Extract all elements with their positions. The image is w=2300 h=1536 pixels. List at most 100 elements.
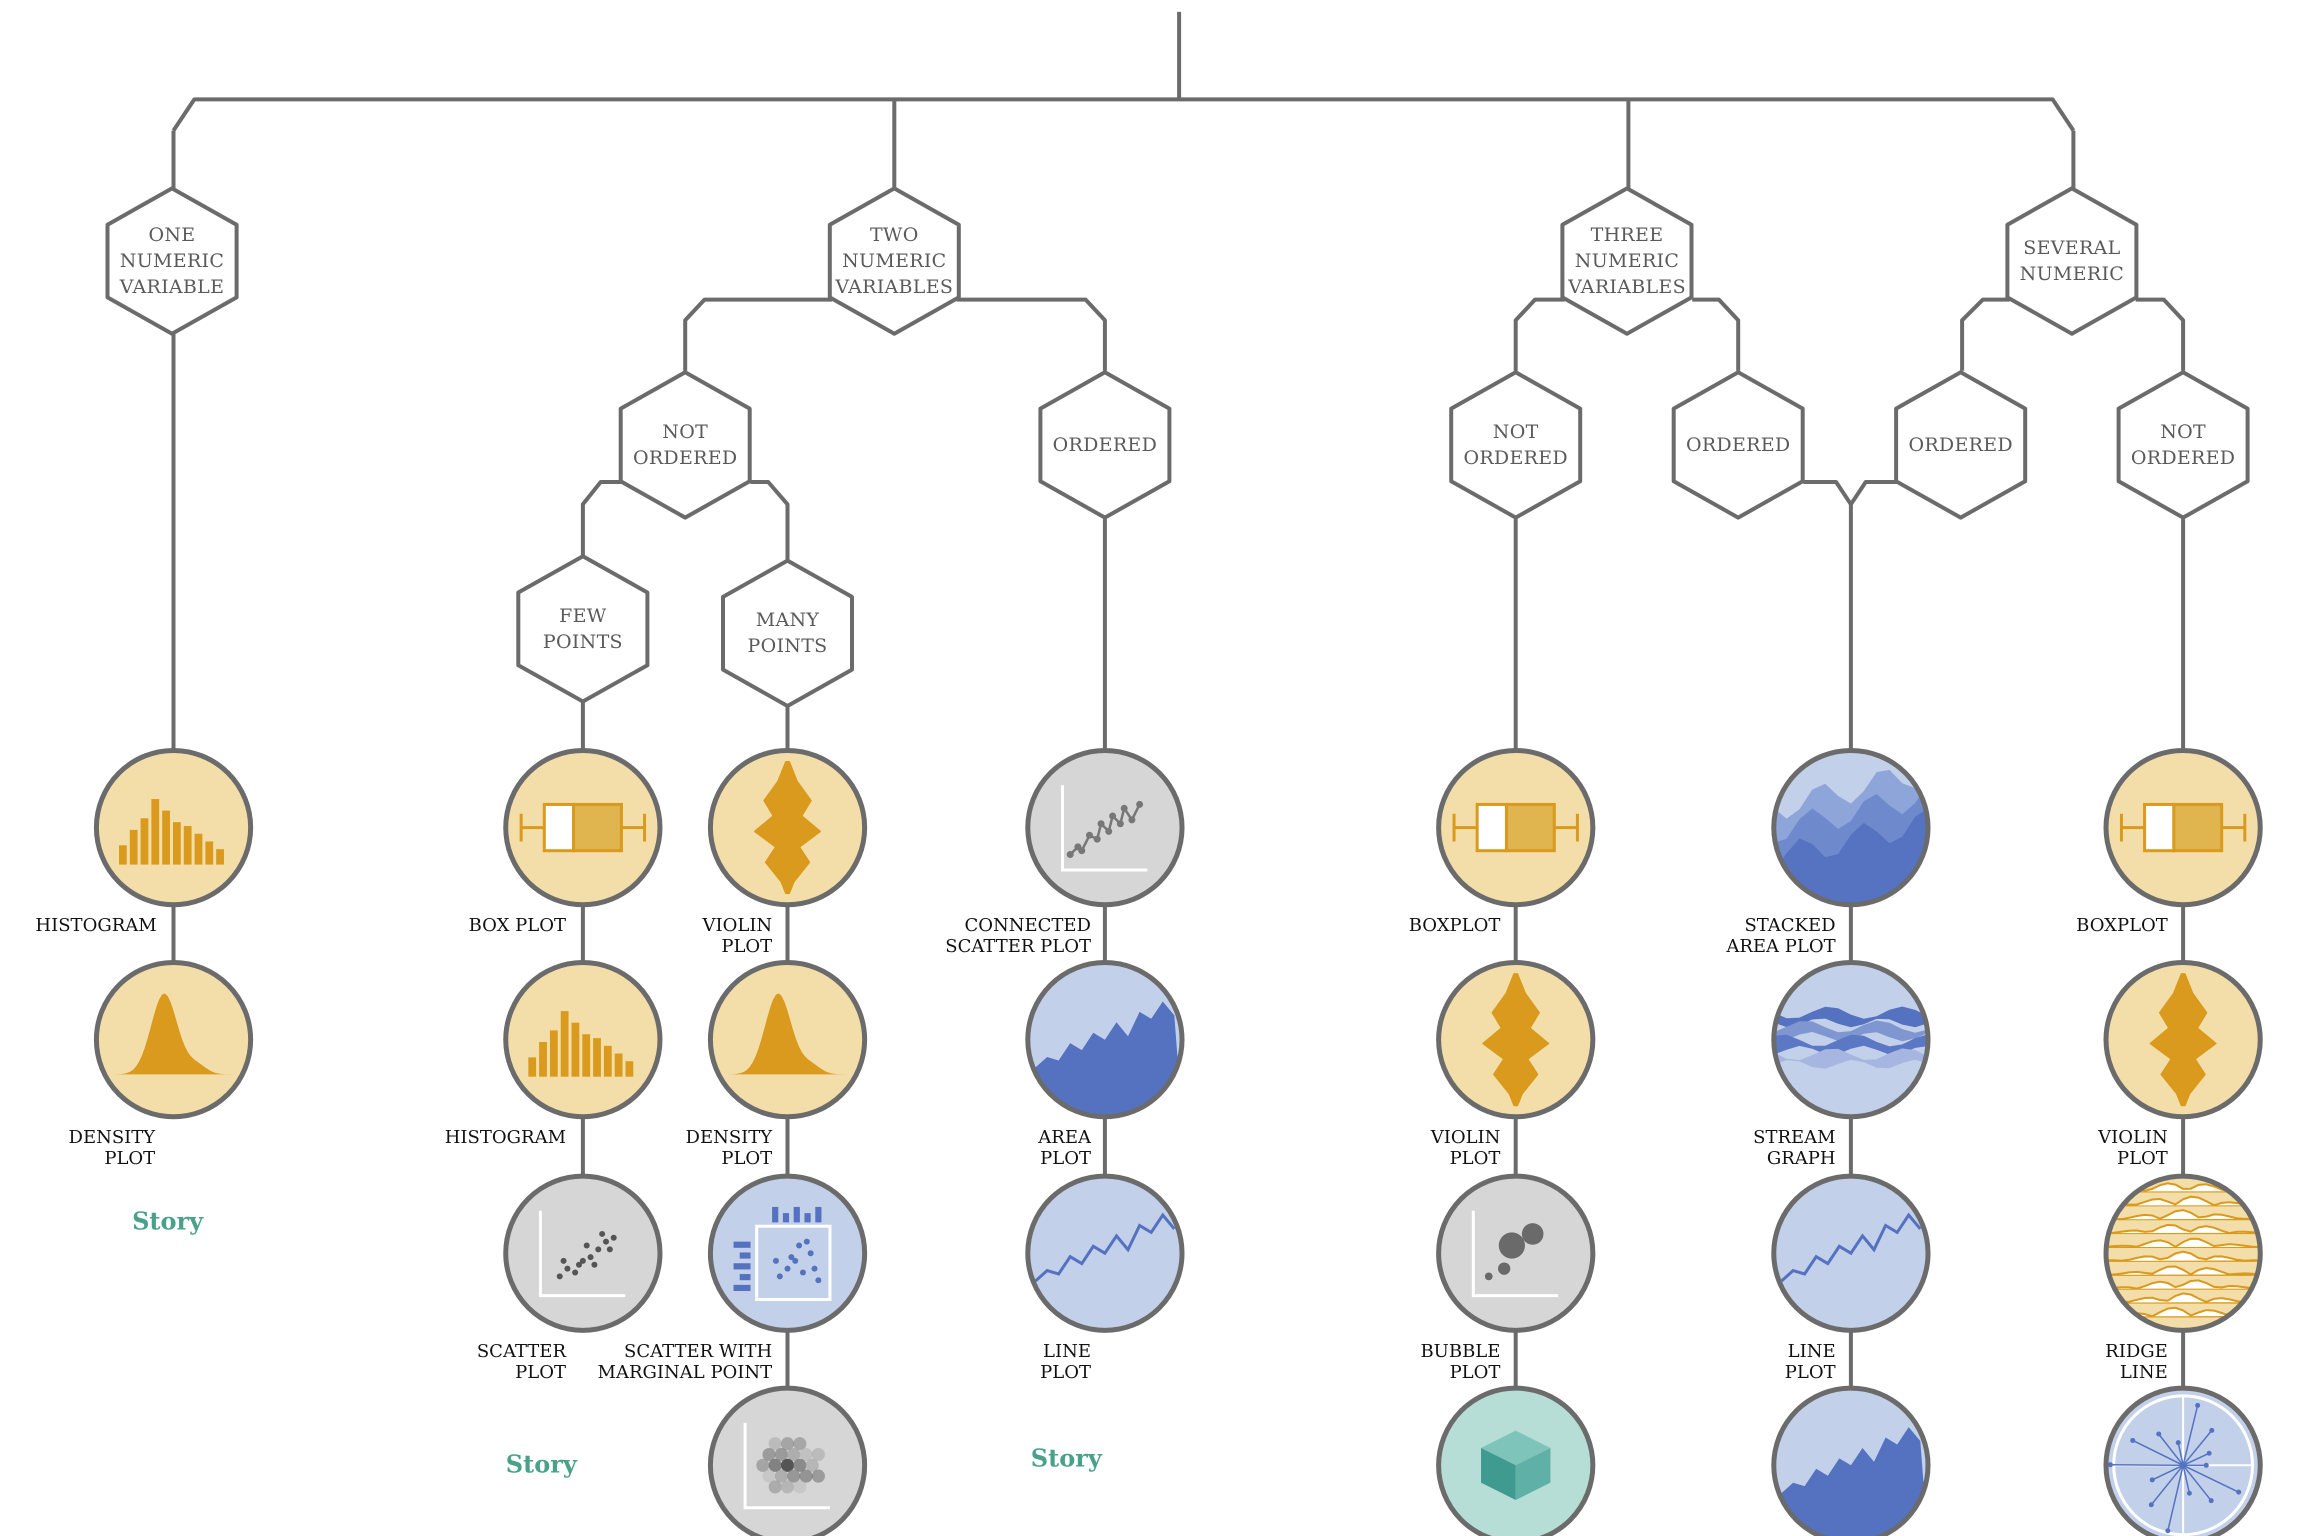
stream-layer xyxy=(1773,1048,1928,1069)
histogram-bar xyxy=(571,1022,580,1077)
stream-layer xyxy=(1773,1020,1928,1042)
hex-many-points[interactable] xyxy=(721,558,854,708)
connector-line xyxy=(580,480,622,557)
histogram-bar xyxy=(140,818,149,865)
histogram-bar xyxy=(129,829,138,865)
box-plot-icon[interactable] xyxy=(2103,747,2263,908)
histogram-bar xyxy=(549,1030,558,1077)
line-plot-icon[interactable] xyxy=(1025,1173,1185,1333)
box-plot-icon[interactable] xyxy=(1436,747,1596,908)
scatter-marginal-icon[interactable] xyxy=(707,1173,868,1333)
bubble-plot-icon[interactable] xyxy=(1436,1173,1596,1333)
bubble xyxy=(1484,1272,1493,1281)
hex-not-ordered[interactable] xyxy=(1449,370,1583,520)
area-plot-icon[interactable] xyxy=(1771,1385,1931,1536)
box-upper xyxy=(2172,802,2224,853)
histogram-bar xyxy=(539,1041,547,1077)
histogram-bar xyxy=(625,1061,634,1077)
hex-two-numeric-variables[interactable] xyxy=(827,186,961,336)
stacked-area-icon[interactable] xyxy=(1771,747,1931,908)
icon-ring xyxy=(503,747,663,908)
scatter-point xyxy=(595,1246,602,1253)
stream-layer xyxy=(1773,1006,1928,1028)
icon-ring xyxy=(707,747,868,908)
hex-few-points[interactable] xyxy=(516,554,650,704)
density-plot-icon[interactable] xyxy=(93,960,254,1120)
violin-plot-icon[interactable] xyxy=(707,747,868,908)
scatter-point xyxy=(583,1242,590,1249)
scatter-point xyxy=(591,1261,598,1268)
violin-shape xyxy=(2149,973,2217,1107)
hexagon-nodes xyxy=(105,186,2250,708)
connector-line xyxy=(1803,480,1899,507)
story-link[interactable]: Story xyxy=(505,1449,577,1479)
icon-ring xyxy=(707,960,868,1120)
scatter-point xyxy=(587,1254,594,1261)
histogram-icon[interactable] xyxy=(93,747,254,908)
2d-density-icon[interactable] xyxy=(707,1385,868,1536)
streamgraph-icon[interactable] xyxy=(1771,960,1931,1120)
box-plot-icon[interactable] xyxy=(503,747,663,908)
histogram-bar xyxy=(183,826,192,865)
ridge-line xyxy=(2106,1250,2261,1262)
violin-plot-icon[interactable] xyxy=(2103,960,2263,1120)
icon-ring xyxy=(503,960,663,1120)
scatter-point xyxy=(599,1230,606,1237)
histogram-bar xyxy=(614,1053,623,1077)
icon-ring xyxy=(1025,1173,1185,1333)
violin-plot-icon[interactable] xyxy=(1436,960,1596,1120)
line-plot-icon[interactable] xyxy=(1771,1173,1931,1333)
hex-one-numeric-variable[interactable] xyxy=(105,186,239,336)
density-plot-icon[interactable] xyxy=(707,960,868,1120)
ridge-line xyxy=(2106,1279,2261,1290)
scatter-point xyxy=(572,1269,579,1276)
parallel-plot-icon[interactable] xyxy=(2103,1385,2263,1536)
area-shape xyxy=(1773,1427,1929,1536)
ridgeline-icon[interactable] xyxy=(2103,1173,2263,1333)
scatter-plot-icon[interactable] xyxy=(503,1173,663,1333)
story-link[interactable]: Story xyxy=(132,1206,204,1236)
box-lower xyxy=(1475,802,1508,853)
scatter-point xyxy=(602,1238,609,1245)
hex-not-ordered[interactable] xyxy=(618,370,752,520)
icon-ring xyxy=(2103,1173,2263,1333)
histogram-bar xyxy=(603,1045,612,1077)
histogram-bar xyxy=(593,1038,601,1077)
histogram-bar xyxy=(172,822,181,865)
hex-ordered[interactable] xyxy=(1038,370,1172,520)
ridge-line xyxy=(2106,1237,2261,1248)
hex-not-ordered[interactable] xyxy=(2116,370,2250,520)
violin-shape xyxy=(1482,973,1550,1107)
histogram-bar xyxy=(216,849,224,865)
ridge-line xyxy=(2106,1223,2261,1235)
connector-line xyxy=(1960,297,2010,371)
connector-line xyxy=(956,297,1107,371)
stacked-layer xyxy=(1773,808,1929,905)
hex-ordered[interactable] xyxy=(1894,370,2028,520)
icon-ring xyxy=(1436,1385,1596,1536)
story-link[interactable]: Story xyxy=(1030,1443,1102,1473)
violin-shape xyxy=(754,761,821,895)
connector-line xyxy=(1513,297,1565,371)
area-plot-icon[interactable] xyxy=(1025,960,1185,1120)
series-line xyxy=(1780,1212,1922,1283)
icon-ring xyxy=(2103,960,2263,1120)
3d-plot-icon[interactable] xyxy=(1436,1385,1596,1536)
hex-three-numeric-variables[interactable] xyxy=(1560,186,1694,336)
histogram-bar xyxy=(118,845,127,865)
connected-scatter-icon[interactable] xyxy=(1025,747,1185,908)
scatter-point xyxy=(579,1257,586,1264)
icon-background xyxy=(505,1176,660,1331)
icon-ring xyxy=(1771,747,1931,908)
icon-background xyxy=(710,1176,865,1331)
icon-ring xyxy=(1771,960,1931,1120)
histogram-icon[interactable] xyxy=(503,960,663,1120)
icon-ring xyxy=(93,747,254,908)
ridge-line xyxy=(2106,1265,2261,1276)
ridge-line xyxy=(2106,1209,2261,1221)
hex-several-numeric[interactable] xyxy=(2005,186,2139,336)
connector-line xyxy=(750,480,790,561)
density-curve xyxy=(115,993,232,1075)
hex-ordered[interactable] xyxy=(1671,370,1805,520)
histogram-bar xyxy=(528,1057,537,1077)
